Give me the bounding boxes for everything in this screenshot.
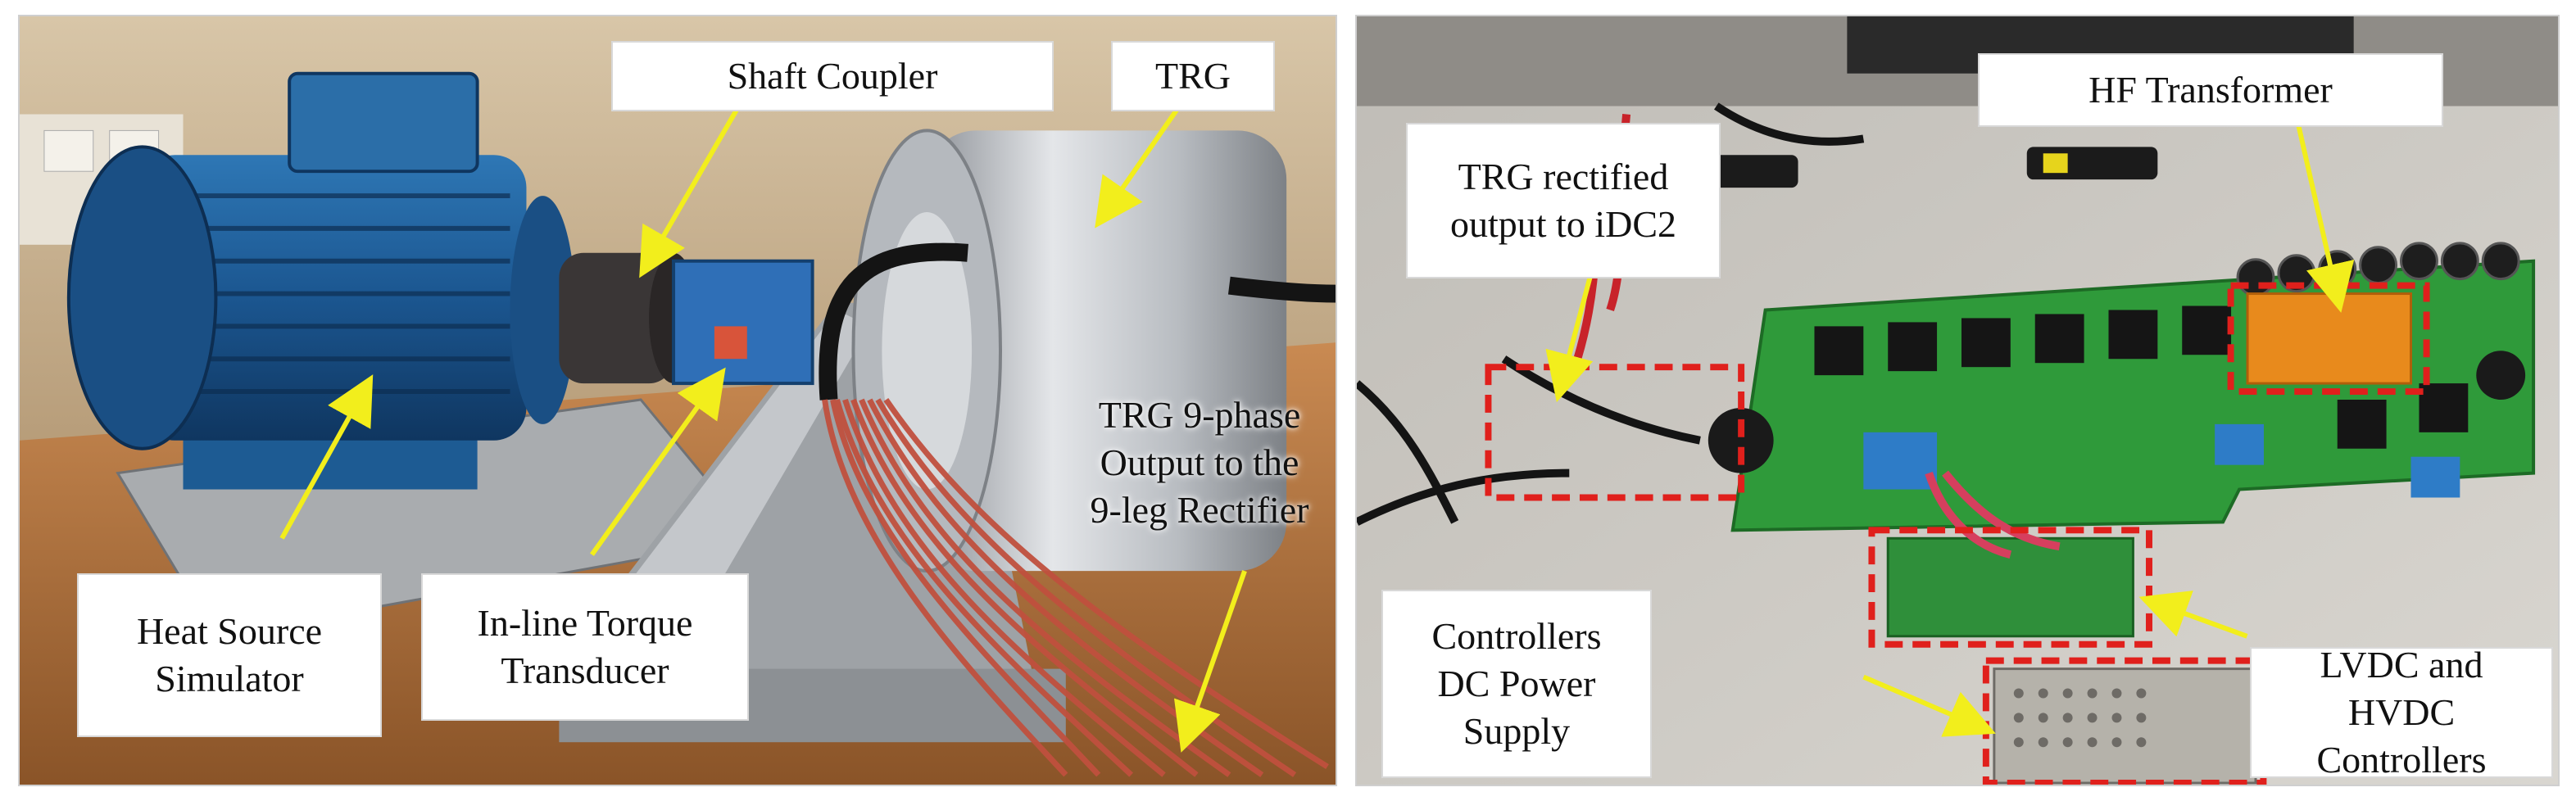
trg-output-label: TRG 9-phase Output to the 9-leg Rectifie… (1090, 394, 1309, 531)
trg-label: TRG (1111, 41, 1275, 111)
hf-transformer-label: HF Transformer (1978, 53, 2443, 127)
torque-transducer-label: In-line Torque Transducer (421, 573, 749, 721)
heat-source-label: Heat Source Simulator (77, 573, 382, 737)
power-electronics-photo: TRG rectified output to iDC2 HF Transfor… (1355, 15, 2560, 786)
shaft-coupler-label: Shaft Coupler (611, 41, 1054, 111)
controllers-power-supply-label: Controllers DC Power Supply (1381, 590, 1652, 778)
lvdc-hvdc-controllers-label: LVDC and HVDC Controllers (2250, 644, 2553, 781)
test-bench-photo: Shaft Coupler TRG TRG 9-phase Output to … (18, 15, 1337, 786)
trg-rectified-label: TRG rectified output to iDC2 (1406, 123, 1721, 278)
